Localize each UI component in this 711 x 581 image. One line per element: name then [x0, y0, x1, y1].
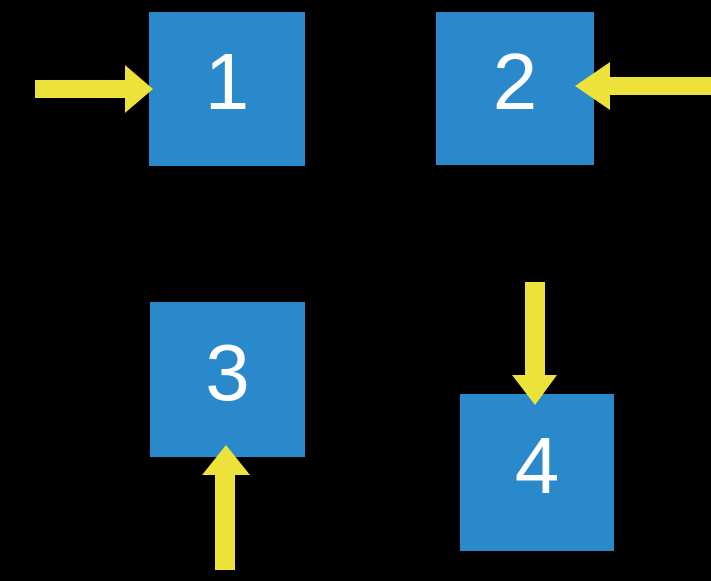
arrow-up-icon: [202, 445, 250, 570]
square-4: 4: [460, 394, 614, 551]
square-2: 2: [436, 12, 594, 165]
square-3-label: 3: [205, 327, 250, 417]
arrow-right-icon: [35, 65, 153, 113]
square-3: 3: [150, 302, 305, 457]
square-1-label: 1: [204, 37, 250, 126]
square-4-label: 4: [514, 420, 560, 510]
arrow-down-icon: [512, 282, 557, 405]
square-2-label: 2: [492, 36, 538, 126]
square-1: 1: [149, 12, 305, 166]
arrow-left-icon: [575, 62, 711, 110]
